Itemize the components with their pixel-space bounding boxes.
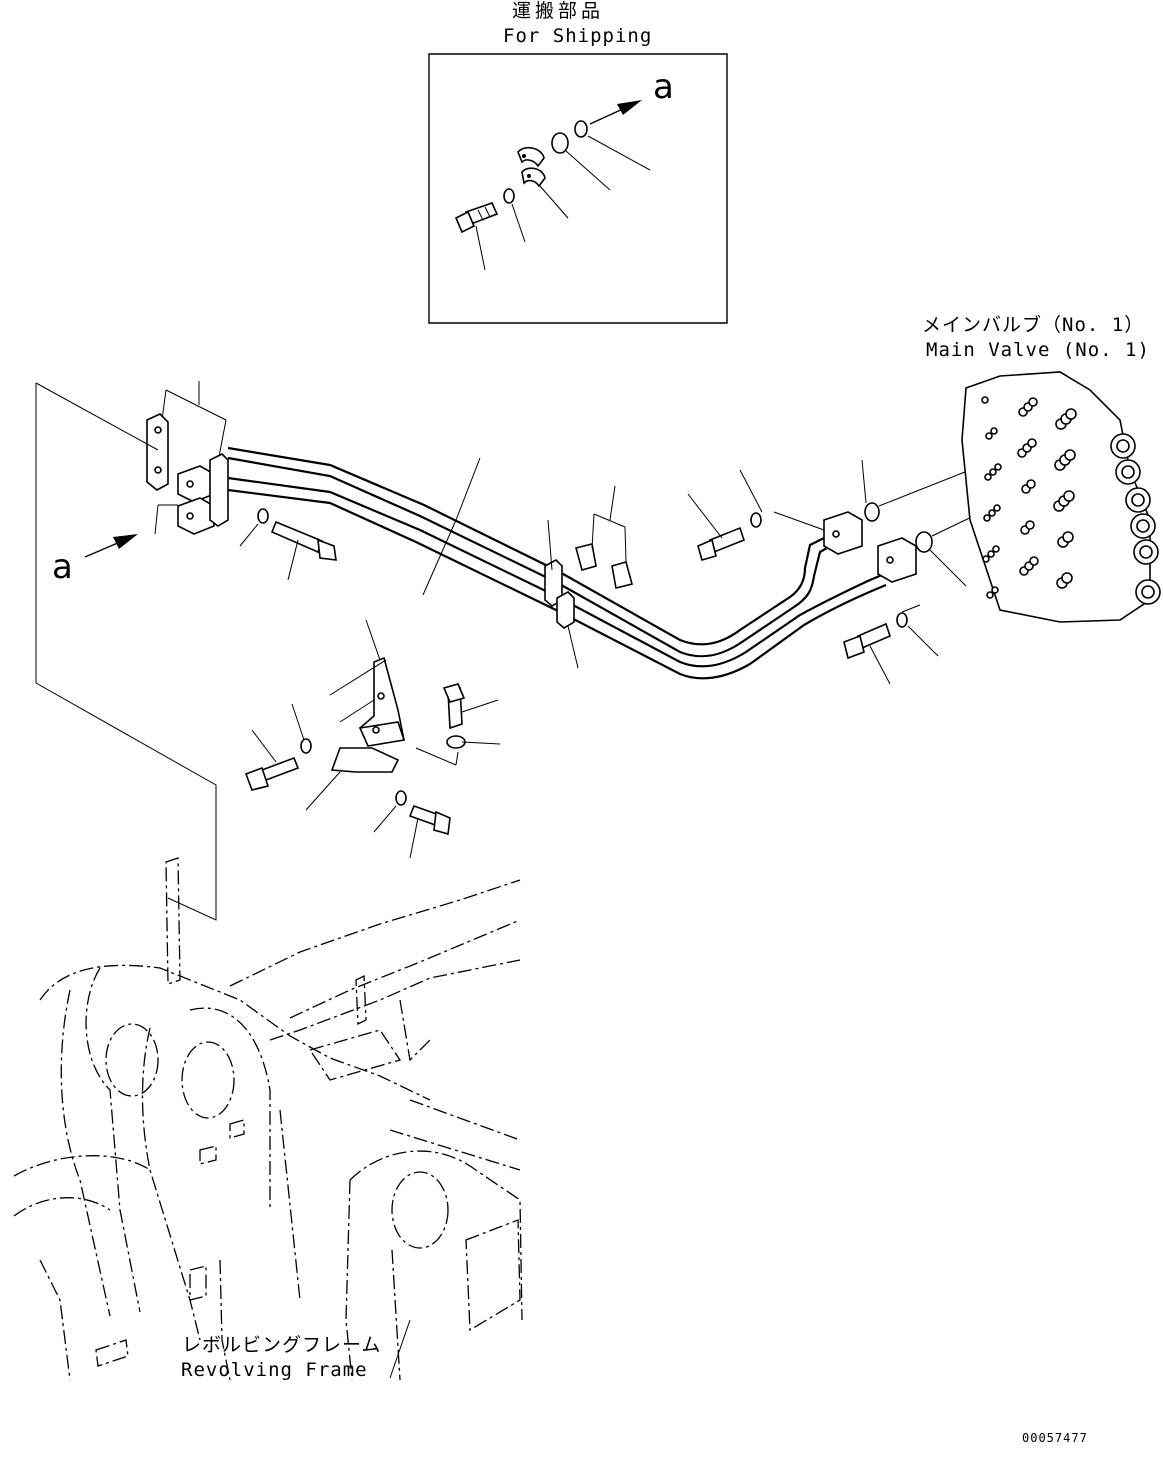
arrow-a-top-label: a [653,67,674,107]
left-clamp-group [36,381,336,580]
hydraulic-tubes [228,448,916,678]
washer-icon [504,189,514,203]
revolving-frame-label-jp: レボルビングフレーム [182,1334,382,1356]
bolt-icon [456,203,497,232]
main-valve-body [962,372,1160,622]
main-valve-label-jp: メインバルブ（No. 1） [922,314,1145,336]
revolving-frame [14,858,522,1380]
flange-ring-icon [552,133,568,153]
drawing-code: 00057477 [1022,1431,1088,1445]
lower-bracket-group [246,620,500,858]
arrow-a-left-icon [85,534,138,557]
arrow-a-top-icon [590,100,642,124]
split-flange-icon [518,148,545,186]
valve-side-parts [688,460,982,684]
shipping-title-jp: 運搬部品 [512,0,605,22]
revolving-frame-label-en: Revolving Frame [181,1359,368,1381]
main-valve-label-en: Main Valve (No. 1) [926,339,1150,361]
o-ring-icon [575,121,587,137]
shipping-title-en: For Shipping [503,25,653,47]
leader-box [36,383,216,920]
arrow-a-left-label: a [52,547,73,587]
shipping-inset [429,54,727,323]
